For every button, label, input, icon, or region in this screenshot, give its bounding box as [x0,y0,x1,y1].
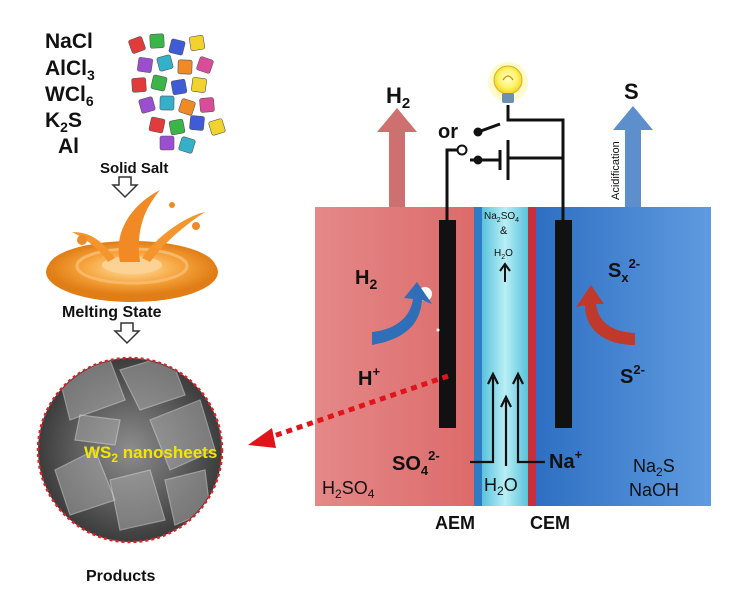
circuit-wiring [445,105,565,220]
lightbulb-icon [488,62,528,103]
s-out-arrow [613,106,653,207]
switch-contact [473,127,483,137]
left-h2-label: H2 [355,267,377,292]
cem-label: CEM [530,513,570,533]
salt-cube [208,118,226,136]
mid-up-arrow [499,262,511,282]
so4-label: SO42- [392,448,440,478]
switch-contact [473,155,483,165]
aem-membrane [474,207,482,506]
salt-cube [156,54,174,72]
nanosheet-flake [74,414,121,446]
salt-cube [159,135,175,151]
cem-membrane [528,207,536,506]
salt-cube [128,36,146,54]
cathode-electrode [555,220,572,428]
na-label: Na+ [549,447,583,473]
salt-cube [168,38,186,56]
right-curved-arrow [576,285,635,345]
mid-na2so4-label: Na2SO4 [484,211,519,224]
melting-pool [46,190,218,302]
salt-k2s: K2S [45,109,82,135]
down-arrow-icon [113,322,141,345]
salt-cube [196,56,214,74]
salt-cube [188,34,206,52]
h2so4-label: H2SO4 [322,478,375,501]
left-hplus-label: H+ [358,364,380,390]
dotted-red-arrow [267,373,449,441]
salt-wcl6: WCl6 [45,83,94,109]
aem-label: AEM [435,513,475,533]
salt-cube [178,98,196,116]
nanosheet-flake [109,469,166,531]
salt-al: Al [58,135,79,158]
salt-cube [191,77,207,93]
s2-label: S2- [620,362,645,388]
sem-image: WS2 nanosheets [36,356,224,544]
mid-h2o-label: H2O [494,248,513,261]
s-top-label: S [624,79,639,104]
salt-cube [177,59,193,75]
anode-electrode [439,220,456,428]
mid-and-label: & [500,225,508,237]
nanosheets-label: WS2 nanosheets [84,443,217,465]
salt-cube [178,136,196,154]
dotted-arrow-head [248,428,276,448]
h2-out-arrow [377,108,417,207]
ion-transport-lines [470,371,545,466]
salt-cube [150,74,168,92]
salt-cubes [128,33,226,154]
salt-cube [137,57,153,73]
salt-nacl: NaCl [45,30,93,53]
acidification-label: Acidification [610,141,622,200]
battery-icon [498,140,510,180]
salt-alcl3: AlCl3 [45,57,95,83]
salt-cube [148,116,166,134]
salt-cube [131,77,147,93]
salt-cube [168,118,186,136]
products-label: Products [86,568,155,585]
left-curved-arrow [372,282,432,345]
melting-state-label: Melting State [62,304,162,321]
naoh-label: NaOH [629,480,679,500]
or-label: or [438,121,458,143]
switch-icon [456,144,468,156]
nanosheet-flake [149,399,216,471]
h2-top-label: H2 [386,83,410,112]
salt-cube [189,115,205,131]
salt-list: NaCl AlCl3 WCl6 K2S Al [45,30,95,158]
solid-salt-label: Solid Salt [100,160,168,177]
salt-cube [199,97,215,113]
h2o-bottom-label: H2O [484,475,518,498]
salt-cube [138,96,156,114]
na2s-label: Na2S [633,456,675,479]
salt-cube [159,95,175,111]
salt-cube [170,78,188,96]
salt-cube [149,33,165,49]
gas-bubble [436,328,440,332]
down-arrow-icon [111,176,139,199]
sx-label: Sx2- [608,256,640,285]
